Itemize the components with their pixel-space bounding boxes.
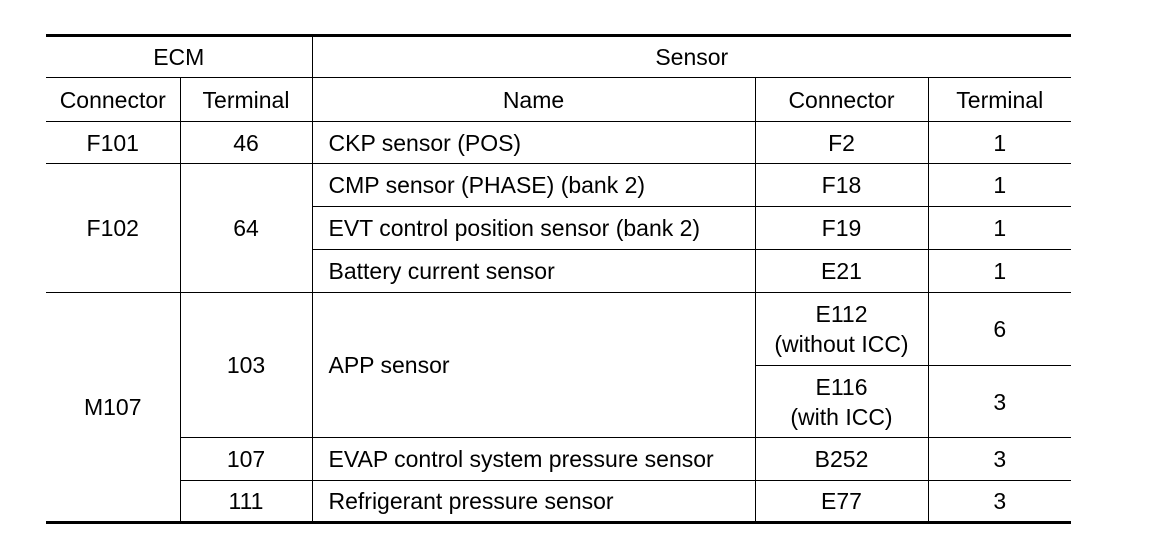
sensor-terminal-cell: 3 bbox=[927, 437, 1072, 481]
header-row-columns: Connector Terminal Name Connector Termin… bbox=[45, 77, 1072, 122]
sensor-name-cell: Battery current sensor bbox=[311, 249, 756, 293]
ecm-terminal-cell: 107 bbox=[179, 437, 313, 481]
sensor-terminal-cell: 1 bbox=[927, 249, 1072, 293]
header-sensor-terminal: Terminal bbox=[927, 77, 1072, 122]
sensor-connector-id: E112 bbox=[815, 301, 868, 327]
table-row: EVT control position sensor (bank 2) F19… bbox=[46, 206, 1072, 250]
table-row: 107 EVAP control system pressure sensor … bbox=[46, 437, 1072, 481]
sensor-name-cell: EVAP control system pressure sensor bbox=[311, 437, 756, 481]
sensor-connector-cell: E112 (without ICC) bbox=[754, 292, 929, 366]
sensor-terminal-cell: 3 bbox=[927, 365, 1072, 438]
sensor-connector-cell: E77 bbox=[754, 480, 929, 523]
sensor-connector-cell: F18 bbox=[754, 163, 929, 207]
sensor-connector-cell: E116 (with ICC) bbox=[754, 365, 929, 438]
sensor-name-cell: CMP sensor (PHASE) (bank 2) bbox=[311, 163, 756, 207]
header-row-groups: ECM Sensor bbox=[45, 35, 1072, 78]
header-ecm-connector: Connector bbox=[45, 77, 181, 122]
sensor-name-cell: APP sensor bbox=[311, 292, 756, 438]
sensor-terminal-cell: 1 bbox=[927, 121, 1072, 164]
table-row: M107 103 APP sensor E112 (without ICC) 6 bbox=[45, 292, 1072, 523]
ecm-terminal-cell: 46 bbox=[179, 121, 313, 164]
ecm-terminal-cell: 103 bbox=[179, 292, 313, 438]
header-sensor-connector: Connector bbox=[754, 77, 929, 122]
sensor-name-cell: EVT control position sensor (bank 2) bbox=[311, 206, 756, 250]
sensor-connector-cell: B252 bbox=[754, 437, 929, 481]
sensor-connector-cell: F19 bbox=[754, 206, 929, 250]
sensor-connector-cell: F2 bbox=[754, 121, 929, 164]
ecm-terminal-cell: 64 bbox=[179, 163, 313, 293]
ecm-terminal-cell: 111 bbox=[179, 480, 313, 523]
sensor-connector-cell: E21 bbox=[754, 249, 929, 293]
header-ecm-terminal: Terminal bbox=[179, 77, 313, 122]
sensor-connector-id: E116 bbox=[815, 373, 868, 400]
table-row: Battery current sensor E21 1 bbox=[46, 249, 1072, 293]
ecm-connector-cell: M107 bbox=[45, 292, 181, 523]
sensor-terminal-cell: 3 bbox=[927, 480, 1072, 523]
table-row: F102 64 CMP sensor (PHASE) (bank 2) F18 … bbox=[45, 163, 1072, 293]
ecm-connector-cell: F102 bbox=[45, 163, 181, 293]
header-sensor: Sensor bbox=[311, 35, 1072, 78]
sensor-terminal-cell: 6 bbox=[927, 292, 1072, 366]
table-row: 111 Refrigerant pressure sensor E77 3 bbox=[46, 480, 1072, 523]
table-row: E116 (with ICC) 3 bbox=[46, 365, 1072, 438]
table-row: F101 46 CKP sensor (POS) F2 1 bbox=[45, 121, 1072, 164]
sensor-terminal-cell: 1 bbox=[927, 206, 1072, 250]
sensor-name-cell: CKP sensor (POS) bbox=[311, 121, 756, 164]
ecm-sensor-connection-table: ECM Sensor Connector Terminal Name Conne… bbox=[45, 34, 1072, 524]
sensor-name-cell: Refrigerant pressure sensor bbox=[311, 480, 756, 523]
sensor-connector-note: (with ICC) bbox=[790, 403, 893, 430]
sensor-terminal-cell: 1 bbox=[927, 163, 1072, 207]
ecm-connector-cell: F101 bbox=[45, 121, 181, 164]
header-ecm: ECM bbox=[45, 35, 313, 78]
header-sensor-name: Name bbox=[311, 77, 756, 122]
sensor-connector-note: (without ICC) bbox=[774, 331, 909, 357]
